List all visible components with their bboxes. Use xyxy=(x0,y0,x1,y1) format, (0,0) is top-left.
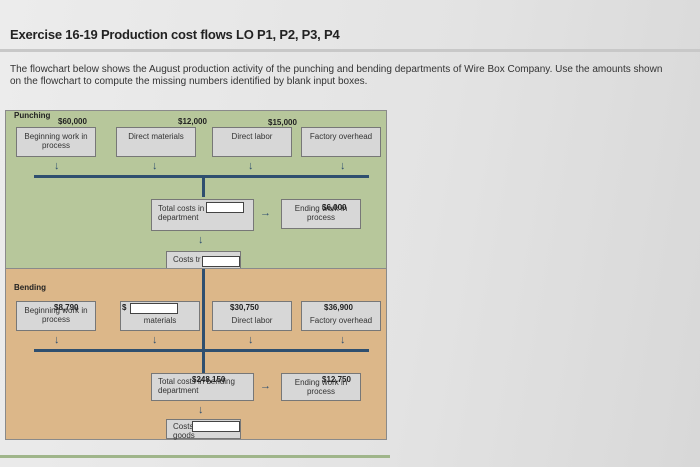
punching-dm-box: Direct materials xyxy=(116,127,196,157)
bending-dl-amount: $30,750 xyxy=(230,303,259,312)
down-arrow-icon: ↓ xyxy=(340,160,346,172)
bottom-divider xyxy=(0,455,390,458)
bending-dm-input[interactable] xyxy=(130,303,178,314)
bending-finished-goods-input[interactable] xyxy=(192,421,240,432)
title-divider xyxy=(0,49,700,52)
bending-flow-line xyxy=(34,349,369,352)
down-arrow-icon: ↓ xyxy=(248,160,254,172)
bending-ending-wip-label: Ending work in process xyxy=(294,378,348,396)
punching-bwip-box: Beginning work in process xyxy=(16,127,96,157)
punching-foh-box: Factory overhead xyxy=(301,127,381,157)
bending-bwip-amount: $8,790 xyxy=(54,303,79,312)
bending-section-label: Bending xyxy=(14,283,46,292)
punching-total-costs-input[interactable] xyxy=(206,202,244,213)
punching-ending-wip-box: Ending work in process xyxy=(281,199,361,229)
punching-dl-amount: $15,000 xyxy=(268,118,297,127)
bending-flow-stem-in xyxy=(202,269,205,349)
down-arrow-icon: ↓ xyxy=(198,404,204,416)
punching-dl-box: Direct labor xyxy=(212,127,292,157)
punching-panel: Punching $60,000 $12,000 $15,000 Beginni… xyxy=(5,110,387,271)
bending-foh-box: Factory overhead xyxy=(301,301,381,331)
down-arrow-icon: ↓ xyxy=(248,334,254,346)
punching-costs-transferred-label: Costs tr to be xyxy=(173,255,221,264)
bending-bwip-box: Beginning work in process xyxy=(16,301,96,331)
down-arrow-icon: ↓ xyxy=(198,234,204,246)
right-arrow-icon: → xyxy=(260,207,271,219)
bending-panel: Bending Beginning work in process $8,790… xyxy=(5,268,387,440)
punching-costs-transferred-input[interactable] xyxy=(202,256,240,267)
bending-flow-stem xyxy=(202,349,205,373)
exercise-title: Exercise 16-19 Production cost flows LO … xyxy=(10,27,340,42)
down-arrow-icon: ↓ xyxy=(54,334,60,346)
punching-bwip-amount: $60,000 xyxy=(58,117,87,126)
bending-foh-amount: $36,900 xyxy=(324,303,353,312)
punching-ending-wip-amount: $6,000 xyxy=(322,203,347,212)
bending-dl-box: Direct labor xyxy=(212,301,292,331)
punching-total-costs-label: Total costs in punching department xyxy=(158,204,239,222)
right-arrow-icon: → xyxy=(260,380,271,392)
bending-total-amount: $248,150 xyxy=(192,375,226,384)
punching-flow-stem xyxy=(202,175,205,197)
down-arrow-icon: ↓ xyxy=(152,334,158,346)
down-arrow-icon: ↓ xyxy=(54,160,60,172)
bending-total-costs-label: Total costs in bending department xyxy=(158,377,235,395)
down-arrow-icon: ↓ xyxy=(152,160,158,172)
punching-dm-amount: $12,000 xyxy=(178,117,207,126)
down-arrow-icon: ↓ xyxy=(340,334,346,346)
punching-flow-line xyxy=(34,175,369,178)
bending-total-costs-box: Total costs in bending department xyxy=(151,373,254,401)
punching-section-label: Punching xyxy=(14,111,51,120)
bending-ending-wip-amount: $12,750 xyxy=(322,375,351,384)
bending-ending-wip-box: Ending work in process xyxy=(281,373,361,401)
punching-ending-wip-label: Ending work in process xyxy=(294,204,348,222)
bending-dm-prefix: $ xyxy=(122,303,127,312)
exercise-description: The flowchart below shows the August pro… xyxy=(10,64,663,87)
